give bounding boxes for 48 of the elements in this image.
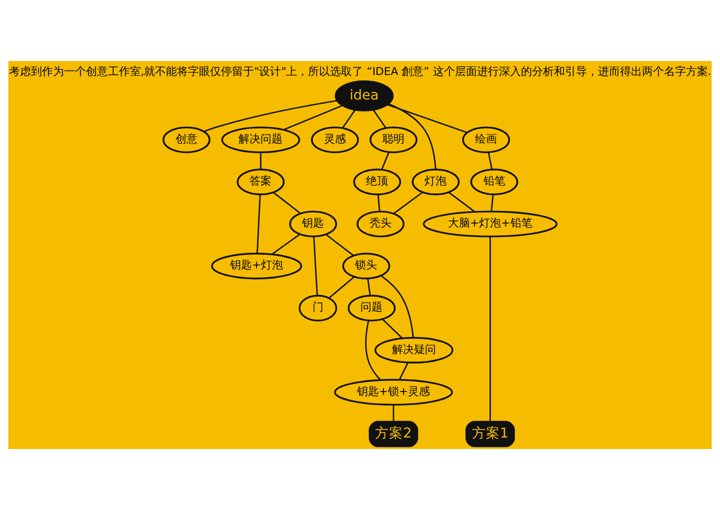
node-ellipse: 钥匙 bbox=[289, 210, 338, 237]
connector bbox=[313, 236, 318, 296]
node-ellipse: idea bbox=[334, 80, 394, 111]
node-ellipse: 绘画 bbox=[462, 126, 510, 153]
connector bbox=[382, 318, 403, 338]
connector bbox=[377, 194, 380, 211]
connector bbox=[326, 233, 354, 256]
connector bbox=[367, 278, 371, 295]
node-ellipse: 钥匙+灯泡 bbox=[211, 252, 302, 279]
node-ellipse: 门 bbox=[298, 294, 338, 321]
connector bbox=[204, 99, 338, 132]
connector bbox=[386, 103, 468, 133]
node-ellipse: 大脑+灯泡+铅笔 bbox=[422, 210, 558, 237]
connector bbox=[490, 236, 491, 422]
node-ellipse: 答案 bbox=[236, 168, 285, 195]
connector bbox=[342, 108, 356, 128]
node-box: 方案2 bbox=[368, 420, 418, 447]
connector bbox=[381, 152, 390, 170]
connector bbox=[372, 108, 386, 128]
connector bbox=[328, 276, 355, 298]
connector bbox=[380, 274, 414, 338]
connector bbox=[256, 194, 261, 253]
node-box: 方案1 bbox=[466, 420, 515, 447]
connector bbox=[392, 404, 394, 422]
connector bbox=[272, 233, 300, 254]
node-ellipse: 解决疑问 bbox=[374, 336, 454, 363]
connector bbox=[388, 102, 436, 169]
node-ellipse: 问题 bbox=[348, 294, 396, 321]
connector bbox=[398, 362, 409, 380]
connector bbox=[490, 194, 494, 211]
node-ellipse: 锁头 bbox=[342, 252, 390, 279]
node-ellipse: 钥匙+锁+灵感 bbox=[334, 378, 453, 406]
node-ellipse: 创意 bbox=[162, 126, 210, 153]
node-ellipse: 秃头 bbox=[356, 210, 404, 237]
diagram-title: 考虑到作为一个创意工作室,就不能将字眼仅停留于"设计"上，所以选取了 “IDEA 創意” 这个层面进行深入的分析和引导，进而得出两个名字方案. bbox=[8, 64, 712, 78]
connector bbox=[365, 320, 381, 380]
connector bbox=[260, 152, 262, 169]
connector bbox=[488, 152, 493, 169]
node-ellipse: 铅笔 bbox=[470, 168, 518, 195]
node-ellipse: 灯泡 bbox=[412, 168, 460, 195]
node-ellipse: 灵感 bbox=[311, 126, 359, 153]
node-ellipse: 绝顶 bbox=[353, 168, 402, 195]
connector bbox=[448, 191, 475, 212]
connector bbox=[393, 191, 424, 214]
connector bbox=[283, 104, 344, 130]
connector bbox=[272, 191, 301, 214]
node-ellipse: 聪明 bbox=[370, 126, 418, 153]
node-ellipse: 解决问题 bbox=[221, 126, 300, 153]
